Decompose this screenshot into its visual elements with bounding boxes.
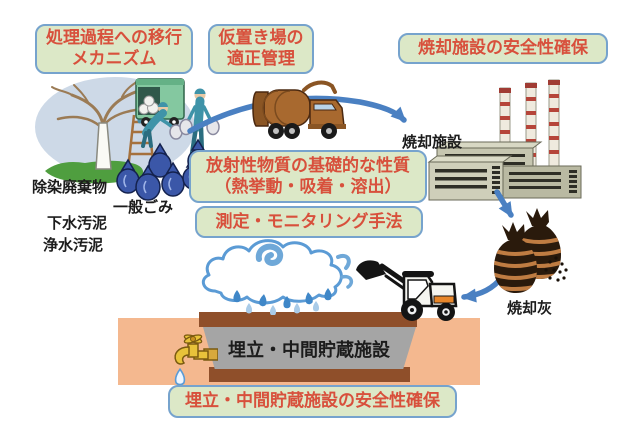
topic-box-text: 適正管理	[227, 49, 295, 68]
incineration-plant-icon	[427, 79, 582, 201]
landfill-pit-icon	[203, 327, 416, 369]
water-purification-sludge-label: 浄水汚泥	[43, 237, 104, 254]
pit-bottom-liner	[209, 367, 410, 382]
topic-box-text: メカニズム	[71, 49, 157, 68]
topic-box-text: 測定・モニタリング手法	[215, 211, 403, 231]
topic-box-text: 仮置き場の	[218, 28, 304, 48]
topic-box-text: 処理過程への移行	[46, 28, 182, 48]
faucet-icon	[174, 334, 218, 386]
topic-box-text: 焼却施設の安全性確保	[418, 38, 588, 58]
topic-box-temporary-storage: 仮置き場の 適正管理	[208, 24, 314, 74]
topic-box-text: 埋立・中間貯蔵施設の安全性確保	[185, 391, 440, 411]
topic-box-monitoring: 測定・モニタリング手法	[195, 206, 423, 238]
wheel-loader-icon	[356, 260, 458, 321]
topic-box-radioactive-properties: 放射性物質の基礎的な性質 （熱挙動・吸着・溶出）	[189, 150, 427, 203]
pit-top-liner	[199, 312, 417, 327]
landfill-facility-label: 埋立・中間貯蔵施設	[228, 340, 390, 360]
topic-box-text: 放射性物質の基礎的な性質	[206, 155, 410, 175]
packer-truck-icon	[252, 80, 346, 139]
general-waste-label: 一般ごみ	[113, 199, 174, 216]
sewage-sludge-label: 下水汚泥	[47, 215, 108, 232]
decontamination-waste-label: 除染廃棄物	[32, 179, 108, 196]
topic-box-transfer-mechanism: 処理過程への移行 メカニズム	[35, 24, 193, 74]
ash-bags-icon	[494, 208, 568, 293]
incineration-facility-label: 焼却施設	[402, 134, 463, 151]
topic-box-incineration-safety: 焼却施設の安全性確保	[398, 33, 608, 64]
rain-cloud-icon	[201, 239, 354, 315]
topic-box-landfill-safety: 埋立・中間貯蔵施設の安全性確保	[168, 385, 457, 418]
incineration-ash-label: 焼却灰	[507, 300, 553, 317]
tree-scene-icon	[35, 77, 220, 201]
topic-box-text: （熱挙動・吸着・溶出）	[214, 176, 402, 196]
